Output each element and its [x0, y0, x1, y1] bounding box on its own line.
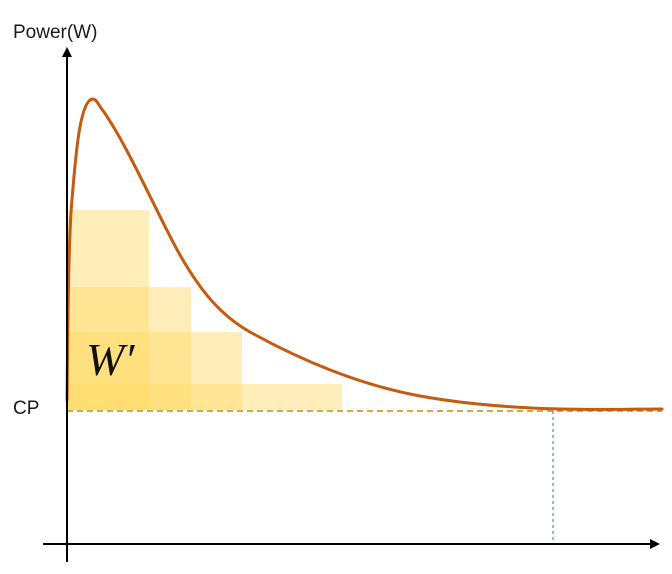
w-prime-block: [67, 287, 191, 410]
cp-label: CP: [13, 398, 39, 419]
y-axis-label: Power(W): [13, 22, 97, 43]
w-prime-block: [67, 332, 242, 410]
power-curve: [65, 97, 664, 411]
w-prime-block: [67, 384, 342, 410]
w-prime-block: [67, 210, 149, 410]
w-prime-label: W′: [86, 334, 135, 385]
w-prime-area: [67, 210, 342, 410]
